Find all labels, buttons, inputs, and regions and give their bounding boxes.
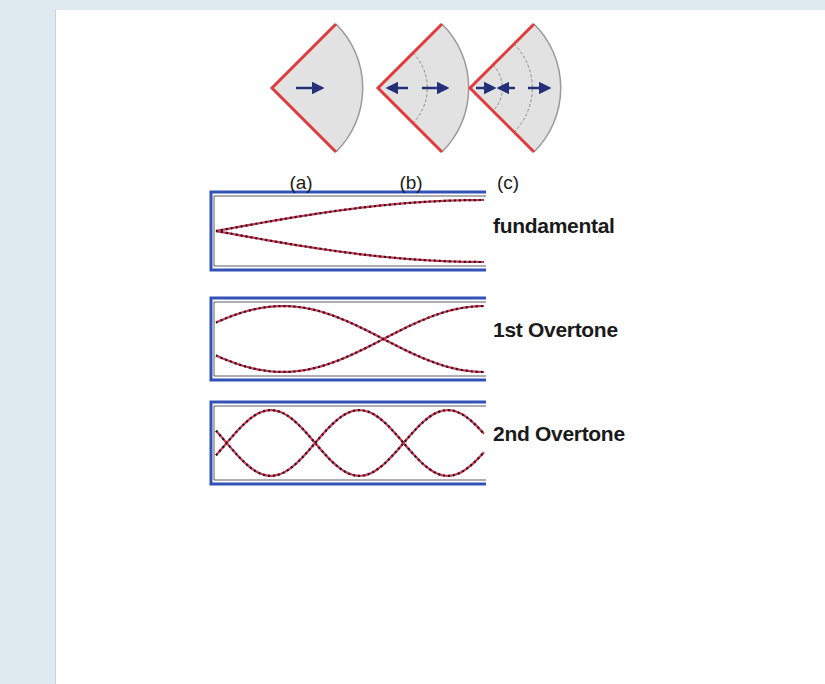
cone-b: [378, 24, 469, 152]
wave-curve: [216, 200, 484, 231]
mode-box-second-overtone: [211, 402, 486, 484]
wave-curve-dots: [216, 410, 484, 476]
figure-label: (a): [289, 172, 312, 194]
mode-label: 1st Overtone: [493, 318, 618, 342]
figure-label: (c): [497, 172, 519, 194]
mode-label: 2nd Overtone: [493, 422, 625, 446]
wave-curve-dots: [216, 306, 484, 372]
wave-curve-dots: [216, 200, 484, 231]
wave-curve-dots: [216, 231, 484, 262]
mode-box-first-overtone: [211, 298, 486, 380]
wave-curve-dots: [216, 410, 484, 476]
wave-curve: [216, 231, 484, 262]
wave-curve: [216, 306, 484, 372]
mode-label: fundamental: [493, 214, 615, 238]
wave-curve: [216, 410, 484, 476]
figure-label: (b): [399, 172, 422, 194]
wave-curve: [216, 410, 484, 476]
cone-c: [470, 24, 561, 152]
wave-curve: [216, 306, 484, 372]
mode-box-fundamental: [211, 192, 486, 270]
cone-a: [272, 24, 363, 152]
wave-curve-dots: [216, 306, 484, 372]
